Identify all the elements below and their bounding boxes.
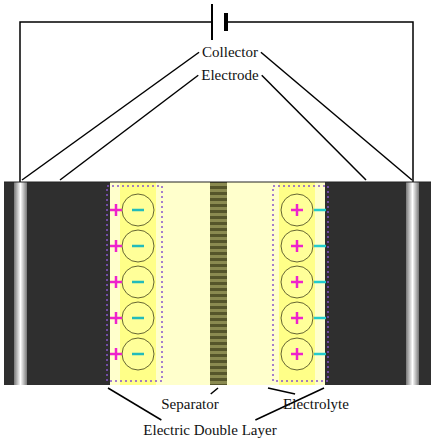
- cation: [281, 194, 313, 226]
- right-collector: [406, 182, 419, 385]
- leader-line: [60, 75, 198, 180]
- minus-sign: [132, 245, 144, 248]
- plus-sign: [296, 348, 299, 360]
- part-label: Electrode: [201, 67, 258, 84]
- anion: [122, 230, 154, 262]
- right-double-layer: [273, 186, 328, 381]
- leader-line: [108, 388, 161, 420]
- left-double-layer: [107, 186, 162, 381]
- leader-line: [261, 52, 412, 180]
- plus-sign: [115, 348, 118, 360]
- left-ion-layer: [120, 182, 156, 385]
- plus-sign: [296, 240, 299, 252]
- plus-sign: [115, 276, 118, 288]
- part-label: Electrolyte: [283, 396, 349, 413]
- cation: [281, 266, 313, 298]
- separator-membrane: [210, 182, 227, 385]
- minus-sign: [132, 209, 144, 212]
- minus-sign: [132, 353, 144, 356]
- anion: [122, 194, 154, 226]
- leader-line: [268, 388, 295, 394]
- plus-sign: [296, 276, 299, 288]
- plus-sign: [296, 312, 299, 324]
- plus-sign: [115, 204, 118, 216]
- ion-charges: [110, 194, 326, 370]
- cation: [281, 230, 313, 262]
- anion: [122, 302, 154, 334]
- leader-line: [211, 388, 218, 394]
- leader-line: [262, 75, 366, 180]
- minus-sign: [314, 209, 326, 212]
- anion: [122, 266, 154, 298]
- minus-sign: [314, 353, 326, 356]
- electrolyte-region: [110, 182, 325, 385]
- cation: [281, 338, 313, 370]
- electrode-body: [4, 182, 431, 385]
- right-ion-layer: [279, 182, 315, 385]
- minus-sign: [314, 245, 326, 248]
- cation: [281, 302, 313, 334]
- minus-sign: [314, 317, 326, 320]
- battery-circuit: [20, 4, 413, 182]
- part-label: Collector: [202, 44, 258, 61]
- plus-sign: [296, 204, 299, 216]
- plus-sign: [115, 240, 118, 252]
- left-collector: [14, 182, 27, 385]
- leader-line: [22, 52, 199, 180]
- minus-sign: [132, 281, 144, 284]
- plus-sign: [115, 312, 118, 324]
- part-label: Separator: [161, 396, 218, 413]
- minus-sign: [132, 317, 144, 320]
- minus-sign: [314, 281, 326, 284]
- anion: [122, 338, 154, 370]
- part-label: Electric Double Layer: [143, 422, 276, 439]
